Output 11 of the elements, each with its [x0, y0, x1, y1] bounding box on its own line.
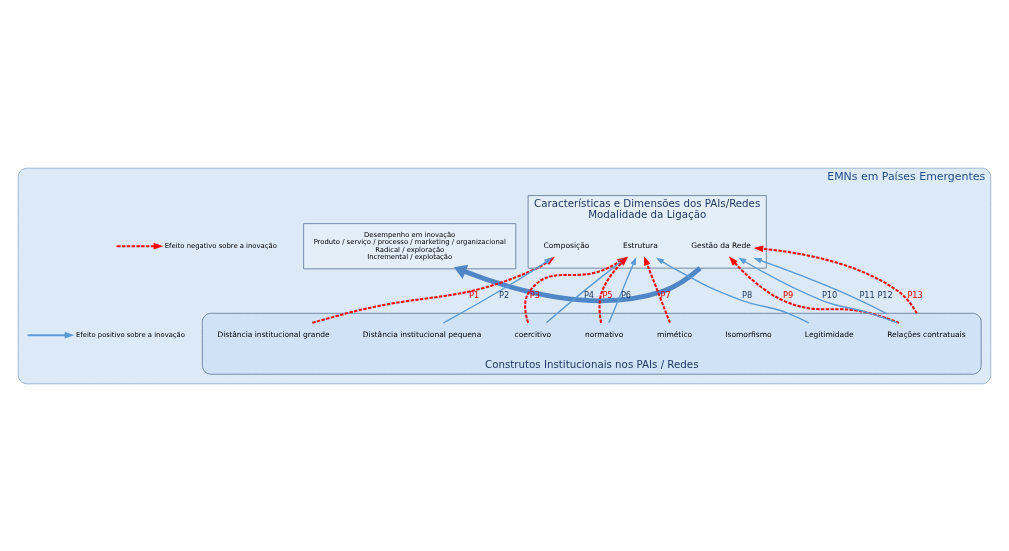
edge-label: P13	[907, 289, 923, 300]
edge-label: P11 P12	[859, 289, 893, 300]
edge-label: P2	[499, 289, 510, 300]
edge-label: P8	[742, 289, 753, 300]
edge-label: P5	[602, 289, 613, 300]
edge-label: P4	[583, 289, 595, 300]
edge-label: P9	[783, 289, 794, 300]
edge-label: P1	[468, 289, 480, 300]
edge-label: P7	[660, 289, 671, 300]
edge-label: P6	[620, 289, 632, 300]
edge-label: P10	[821, 289, 838, 300]
